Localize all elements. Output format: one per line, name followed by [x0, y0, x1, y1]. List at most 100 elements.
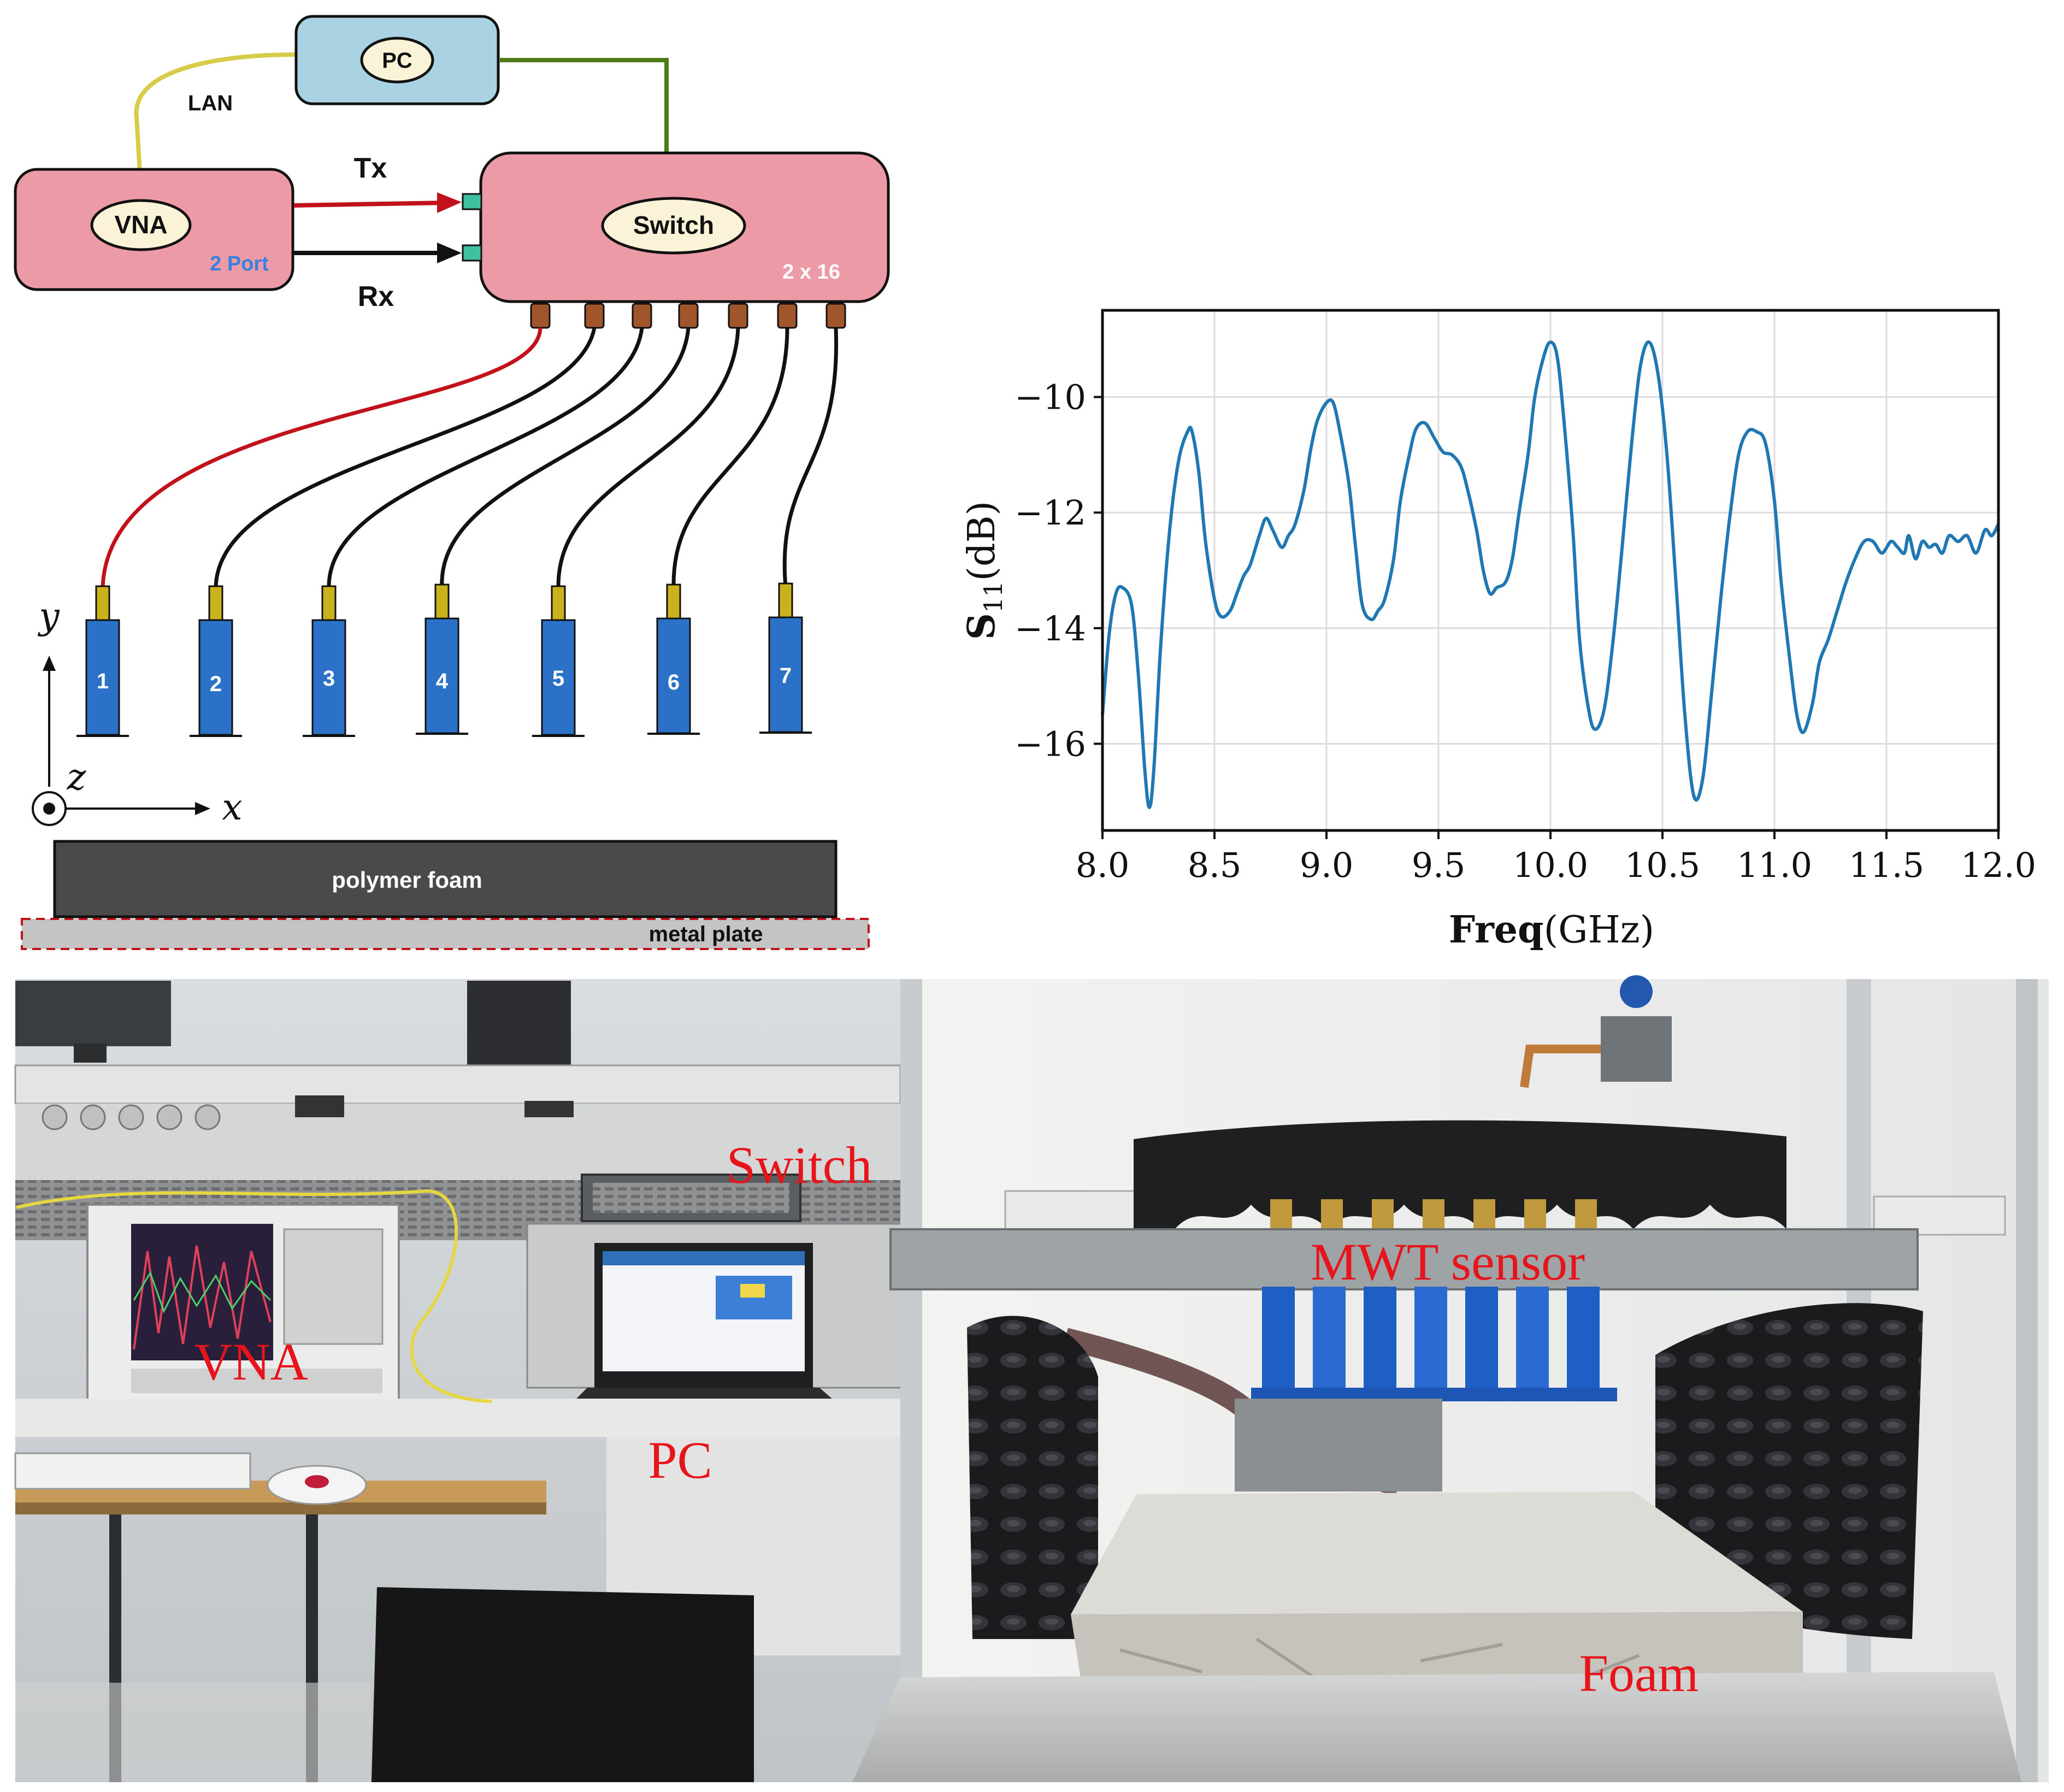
antenna-cable-6 [671, 327, 789, 588]
upper-absorber-foam [1134, 1120, 1786, 1229]
antenna-connector [551, 585, 566, 623]
pc-switch-cable [500, 58, 669, 153]
photo-label-pc: PC [648, 1431, 712, 1489]
glass-table [852, 1672, 2021, 1782]
tx-arrowhead [437, 192, 462, 213]
switch-label: Switch [633, 211, 714, 239]
pc-label: PC [382, 49, 412, 73]
switch-port-tx [462, 193, 482, 210]
polymer-foam-slab [53, 840, 838, 918]
instrument-shelf [14, 1064, 901, 1105]
antenna-3: 3 [303, 585, 355, 737]
sensor-antenna [1465, 1287, 1498, 1399]
z-axis-label: z [67, 756, 87, 798]
antenna-label: 5 [552, 667, 564, 691]
x-tick-label: 8.5 [1188, 845, 1242, 885]
sensor-connector [1372, 1199, 1394, 1232]
x-axis-title: Freq(GHz) [1449, 908, 1654, 952]
antenna-connector [208, 585, 223, 623]
antenna-label: 6 [668, 670, 680, 694]
pressure-regulator [1601, 1016, 1672, 1082]
antenna-cables [101, 327, 839, 588]
sensor-antenna [1516, 1287, 1549, 1399]
antenna-cable-3 [327, 327, 644, 588]
vna-ports-label: 2 Port [210, 252, 269, 275]
s11-series-line [1101, 340, 2000, 809]
copper-pipe [1520, 1045, 1601, 1088]
antenna-cable-2 [214, 327, 597, 588]
y-tick-label: −14 [1015, 609, 1086, 649]
x-tick-label: 10.0 [1513, 845, 1588, 885]
antenna-cable-1 [101, 327, 542, 588]
sensor-connectors [1270, 1199, 1597, 1232]
switch-ports-label: 2 x 16 [782, 261, 840, 284]
switch-output-port [678, 303, 699, 329]
photo-label-foam: Foam [1579, 1644, 1699, 1702]
yellow-lan-cable-photo [16, 1189, 492, 1403]
y-axis-arrowhead [43, 656, 56, 671]
aluminum-crossbar [889, 1228, 1919, 1290]
sensor-connector [1524, 1199, 1546, 1232]
antenna-1: 1 [76, 585, 129, 737]
sensor-antenna [1364, 1287, 1396, 1399]
outlet [156, 1104, 182, 1130]
sensor-connector [1270, 1199, 1292, 1232]
y-axis-title: S11(dB) [960, 501, 1008, 640]
antenna-4: 4 [416, 583, 468, 735]
antenna-label: 1 [97, 669, 109, 693]
antenna-connector [778, 582, 793, 620]
sensor-antenna [1414, 1287, 1447, 1399]
mechanism-block [1235, 1399, 1442, 1492]
foam-sample-top [1071, 1492, 1803, 1614]
vna-label: VNA [114, 210, 167, 239]
keyboard [14, 1452, 251, 1490]
antenna-connector [321, 585, 337, 623]
keyboard-table-front [15, 1502, 546, 1514]
antenna-connector [95, 585, 110, 623]
wall-outlet-strip [1004, 1190, 1148, 1230]
sensor-antennas [1251, 1287, 1617, 1401]
vna-screen [131, 1224, 273, 1360]
x-tick-label: 8.0 [1076, 845, 1130, 885]
x-tick-label: 11.0 [1737, 845, 1812, 885]
polymer-foam-label: polymer foam [332, 867, 482, 893]
pressure-gauge [1620, 975, 1653, 1008]
antenna-cable-4 [440, 327, 691, 588]
antenna-body [656, 617, 691, 734]
x-tick-label: 12.0 [1961, 845, 2036, 885]
antenna-cable-5 [556, 327, 740, 588]
lab-bench-top [15, 1399, 900, 1437]
vna-screen-trace-2 [133, 1271, 272, 1313]
y-axis-label: y [37, 595, 60, 637]
setup-diagram: PC LAN VNA 2 Port Tx Rx Switch 2 x 16 [14, 15, 890, 950]
photo-label-vna: VNA [194, 1333, 308, 1391]
background-monitor-2 [467, 981, 571, 1068]
x-tick-label: 9.0 [1300, 845, 1354, 885]
lab-photo: Switch VNA PC MWT sensor Foam [14, 975, 2049, 1782]
y-tick-label: −10 [1015, 378, 1086, 417]
sensor-connector [1473, 1199, 1495, 1232]
antenna-6: 6 [647, 583, 700, 735]
antenna-label: 7 [780, 664, 792, 688]
lan-cable [134, 52, 296, 173]
panel-display [295, 1095, 344, 1117]
chair-back [371, 1587, 754, 1782]
sensor-antenna [1262, 1287, 1295, 1399]
photo-label-switch: Switch [727, 1136, 872, 1194]
vna-ellipse [90, 199, 192, 251]
antenna-connector [666, 583, 681, 621]
laptop-screen-header [603, 1251, 805, 1265]
metal-plate [21, 918, 870, 950]
left-floor [15, 1683, 370, 1782]
sensor-antenna [1567, 1287, 1600, 1399]
antenna-connector [434, 583, 450, 621]
monitor-stand [74, 1044, 107, 1063]
background-monitor [15, 981, 171, 1046]
antenna-7: 7 [759, 582, 812, 734]
outlet [194, 1104, 221, 1130]
chart-line-group [1101, 340, 2000, 809]
antenna-2: 2 [190, 585, 242, 737]
y-axis-title-main: S [960, 613, 1004, 640]
